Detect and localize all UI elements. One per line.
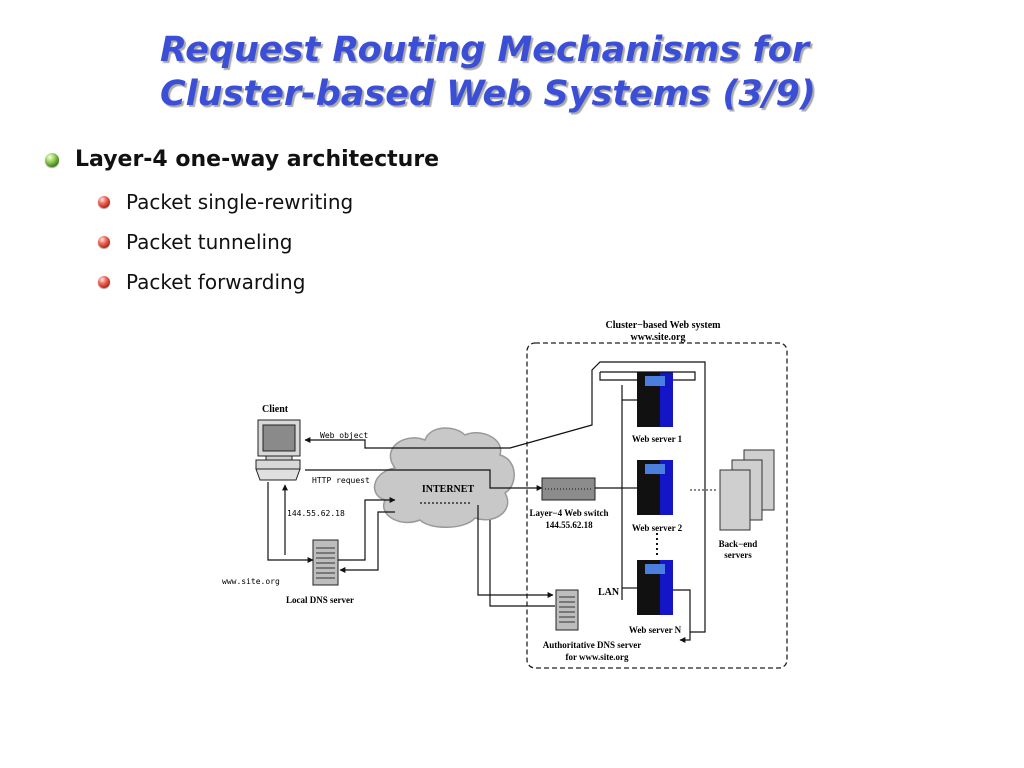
web-server-n-label: Web server N <box>629 625 682 635</box>
auth-dns-label: Authoritative DNS server <box>543 640 641 650</box>
red-bullet-icon <box>98 236 110 248</box>
bullet-sub-text: Packet forwarding <box>126 270 306 294</box>
bullet-sub-text: Packet tunneling <box>126 230 293 254</box>
red-bullet-icon <box>98 276 110 288</box>
bullet-sub-text: Packet single-rewriting <box>126 190 354 214</box>
web-server-2-label: Web server 2 <box>632 523 683 533</box>
bullet-sub-1: Packet single-rewriting <box>98 190 353 214</box>
internet-cloud-icon <box>373 427 515 528</box>
cluster-label: Cluster−based Web system <box>606 320 722 331</box>
cluster-boundary <box>526 342 788 669</box>
bullet-main: Layer-4 one-way architecture <box>45 147 439 172</box>
internet-label: INTERNET <box>422 484 475 495</box>
slide-title-line-2: Cluster-based Web Systems (3/9) <box>160 74 816 114</box>
green-bullet-icon <box>45 152 59 167</box>
local-dns-label: Local DNS server <box>286 595 354 605</box>
slide-title-line-1: Request Routing Mechanisms for <box>160 30 810 70</box>
web-server-1-icon <box>637 372 673 427</box>
bullet-sub-3: Packet forwarding <box>98 270 305 294</box>
cluster-domain-label: www.site.org <box>631 332 686 343</box>
lan-label: LAN <box>598 587 620 598</box>
switch-ip-label: 144.55.62.18 <box>545 520 593 530</box>
bullet-sub-2: Packet tunneling <box>98 230 292 254</box>
backend-label-2: servers <box>724 550 752 560</box>
ip-address-label: 144.55.62.18 <box>287 509 345 518</box>
switch-label: Layer−4 Web switch <box>530 508 609 518</box>
client-label: Client <box>262 404 289 415</box>
web-server-1-label: Web server 1 <box>632 434 683 444</box>
connection-lines <box>267 361 706 643</box>
http-request-label: HTTP request <box>312 476 370 485</box>
web-server-n-icon <box>637 560 673 615</box>
auth-dns-domain-label: for www.site.org <box>565 652 629 662</box>
local-dns-server-icon <box>312 539 339 586</box>
web-object-label: Web object <box>320 431 368 440</box>
site-address-label: www.site.org <box>222 577 280 586</box>
slide-title: Request Routing Mechanisms for Cluster-b… <box>160 28 960 116</box>
backend-label: Back−end <box>719 539 758 549</box>
red-bullet-icon <box>98 196 110 208</box>
client-computer-icon <box>255 419 301 481</box>
web-server-2-icon <box>637 460 673 515</box>
backend-servers-icon <box>719 449 775 531</box>
authoritative-dns-server-icon <box>555 589 579 631</box>
bullet-main-text: Layer-4 one-way architecture <box>75 147 440 172</box>
